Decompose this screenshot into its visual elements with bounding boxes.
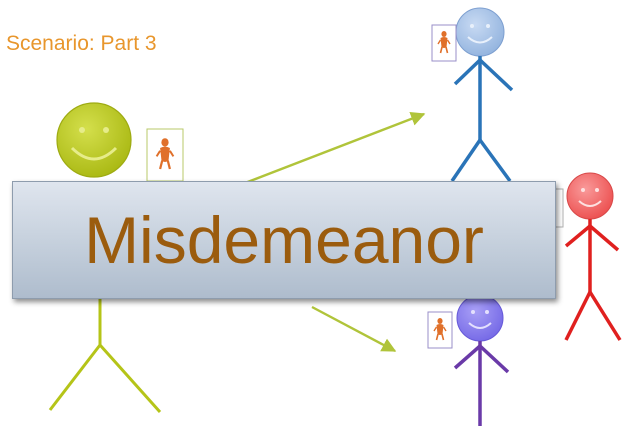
banner-label: Misdemeanor (84, 203, 484, 277)
smiley-face-icon (56, 102, 132, 178)
main-stick-figure (48, 102, 162, 414)
misdemeanor-banner: Misdemeanor (12, 181, 556, 299)
orange-figure-icon (427, 311, 453, 349)
arrow-to-blue (244, 111, 426, 185)
red-stick-figure (564, 172, 622, 341)
smiley-face-icon (566, 172, 614, 220)
purple-stick-figure (453, 294, 510, 426)
slide-title: Scenario: Part 3 (6, 32, 157, 55)
blue-stick-figure (450, 7, 514, 183)
orange-figure-icon (146, 128, 184, 182)
arrow-to-purple (311, 305, 397, 353)
smiley-face-icon (455, 7, 505, 57)
smiley-face-icon (456, 294, 504, 342)
orange-figure-icon (431, 24, 457, 62)
